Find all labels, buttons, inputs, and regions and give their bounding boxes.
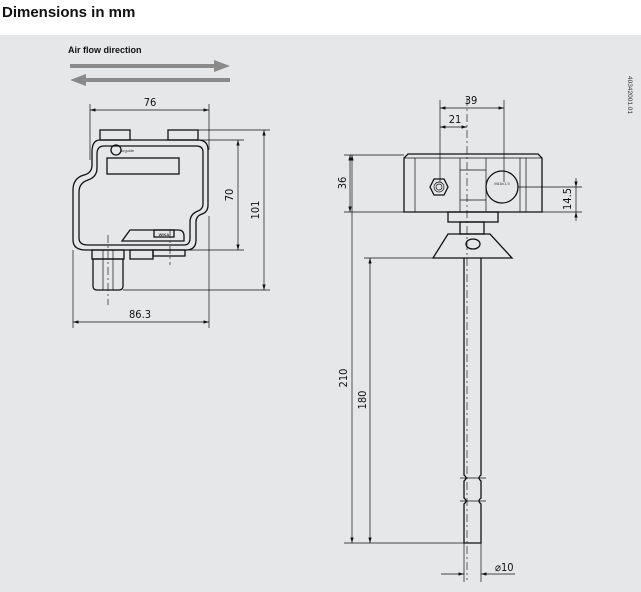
airflow-label: Air flow direction xyxy=(68,45,142,55)
drawing-reference: 40342001.01 xyxy=(626,76,633,114)
page-title: Dimensions in mm xyxy=(2,4,136,21)
svg-text:36: 36 xyxy=(336,177,349,190)
dimension-86-3: 86.3 xyxy=(72,216,210,328)
dimension-210: 210 xyxy=(337,155,464,544)
svg-text:21: 21 xyxy=(449,113,462,126)
brand-label: WIKA xyxy=(159,232,170,237)
probe-rod xyxy=(431,211,514,544)
probe-view: M16x1.5 39 21 36 xyxy=(336,94,582,582)
svg-text:180: 180 xyxy=(356,391,369,410)
svg-text:⌀10: ⌀10 xyxy=(495,561,514,574)
dimension-36: 36 xyxy=(336,154,404,213)
svg-text:76: 76 xyxy=(144,96,157,109)
logo-text: airguide xyxy=(120,148,135,153)
dimension-70: 70 xyxy=(186,139,244,251)
svg-text:70: 70 xyxy=(223,189,236,202)
probe-head: M16x1.5 xyxy=(403,153,543,213)
dimension-14-5: 14.5 xyxy=(518,178,582,221)
airflow-arrows-icon xyxy=(70,60,230,86)
svg-text:86.3: 86.3 xyxy=(129,308,151,321)
cable-gland xyxy=(91,235,125,305)
dimension-180: 180 xyxy=(356,257,440,543)
svg-text:101: 101 xyxy=(249,201,262,220)
dimension-101: 101 xyxy=(123,129,270,291)
dimension-21: 21 xyxy=(440,113,467,129)
svg-text:210: 210 xyxy=(337,369,350,388)
dimension-39: 39 xyxy=(439,94,505,182)
dimension-76: 76 xyxy=(89,96,210,160)
housing-view: Air flow direction 76 airguide WIKA xyxy=(68,45,270,328)
head-label: M16x1.5 xyxy=(494,181,510,186)
svg-text:39: 39 xyxy=(465,94,478,107)
svg-text:14.5: 14.5 xyxy=(561,188,574,210)
housing-body: airguide WIKA xyxy=(72,129,209,265)
dimension-diameter-10: ⌀10 xyxy=(441,543,515,582)
drawing-panel xyxy=(0,35,641,592)
